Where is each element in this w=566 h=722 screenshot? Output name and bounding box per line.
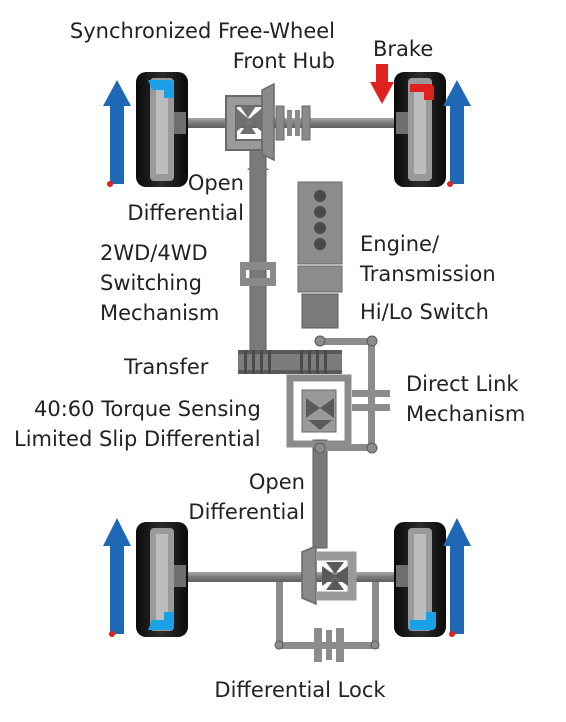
- differential-lock-label: Differential Lock: [214, 678, 386, 702]
- front-hub-label-line2: Front Hub: [232, 49, 335, 73]
- front-left-wheel: [136, 72, 188, 187]
- front-open-differential-label-line2: Differential: [127, 201, 244, 225]
- front-hub-label-line1: Synchronized Free-Wheel: [69, 19, 335, 43]
- direct-link-mechanism-label-line2: Mechanism: [406, 402, 526, 426]
- transfer-gears: [238, 350, 342, 374]
- direct-link-mechanism-label-line1: Direct Link: [406, 372, 519, 396]
- rear-drive-shaft: [312, 439, 328, 549]
- front-open-differential-label: Open Differential: [60, 168, 244, 228]
- limited-slip-differential-label: 40:60 Torque Sensing Limited Slip Differ…: [14, 394, 261, 454]
- transfer-label: Transfer: [124, 355, 209, 379]
- rear-open-differential: [301, 544, 357, 606]
- switching-mechanism-label-line2: Switching: [100, 271, 202, 295]
- front-right-brake-pad: [410, 84, 434, 100]
- hi-lo-switch: [301, 293, 339, 329]
- rear-axle-shaft: [175, 572, 415, 582]
- brake-arrow: [370, 64, 394, 104]
- rear-open-differential-label: Open Differential: [150, 467, 305, 527]
- switching-mechanism-label-line1: 2WD/4WD: [100, 241, 208, 265]
- rear-left-arrow: [103, 518, 131, 637]
- front-open-differential: [225, 82, 275, 162]
- engine-transmission-label-line2: Transmission: [360, 262, 496, 286]
- limited-slip-differential-label-line1: 40:60 Torque Sensing: [34, 397, 261, 421]
- limited-slip-differential: [286, 374, 352, 448]
- engine-transmission-label: Engine/ Transmission: [360, 229, 496, 289]
- switching-mechanism: [240, 262, 276, 286]
- rear-open-differential-label-line2: Differential: [188, 500, 305, 524]
- engine-transmission-label-line1: Engine/: [360, 232, 440, 256]
- direct-link-mechanism: [314, 335, 390, 454]
- switching-mechanism-label: 2WD/4WD Switching Mechanism: [100, 238, 219, 328]
- front-hub-label: Synchronized Free-Wheel Front Hub: [20, 16, 335, 76]
- limited-slip-differential-label-line2: Limited Slip Differential: [14, 427, 261, 451]
- rear-right-hub-icon: [410, 612, 436, 630]
- differential-lock: [274, 582, 380, 662]
- hi-lo-switch-label: Hi/Lo Switch: [360, 300, 489, 324]
- rear-left-hub-icon: [148, 612, 174, 630]
- engine-block: [297, 181, 343, 265]
- front-left-arrow: [103, 80, 131, 187]
- transmission: [297, 265, 343, 293]
- front-left-hub-icon: [148, 80, 174, 98]
- direct-link-mechanism-label: Direct Link Mechanism: [406, 369, 525, 429]
- free-wheel-front-hub: [275, 105, 311, 141]
- rear-left-wheel: [136, 522, 188, 637]
- front-shaft-arrowhead: [247, 158, 269, 170]
- switching-mechanism-label-line3: Mechanism: [100, 301, 220, 325]
- front-open-differential-label-line1: Open: [187, 171, 244, 195]
- front-drive-shaft: [249, 149, 267, 366]
- rear-open-differential-label-line1: Open: [248, 470, 305, 494]
- brake-label: Brake: [373, 37, 434, 61]
- front-right-arrow: [443, 80, 471, 187]
- rear-right-wheel: [394, 522, 446, 637]
- front-right-wheel: [394, 72, 446, 187]
- rear-right-arrow: [443, 518, 471, 637]
